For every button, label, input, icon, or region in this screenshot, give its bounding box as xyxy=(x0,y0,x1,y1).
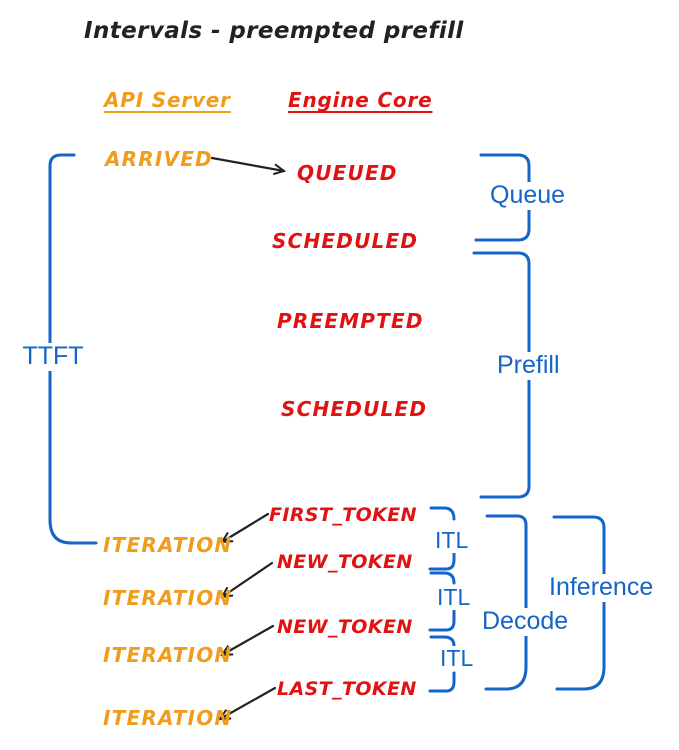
arrow-last-token-to-iteration-4 xyxy=(220,686,277,721)
interval-label-prefill: Prefill xyxy=(494,351,563,380)
event-scheduled-2: SCHEDULED xyxy=(281,397,428,421)
arrow-first-token-to-iteration-1 xyxy=(222,512,270,542)
interval-label-itl-3: ITL xyxy=(439,645,475,672)
event-new-token-1: NEW_TOKEN xyxy=(277,551,413,573)
interval-label-ttft: TTFT xyxy=(19,342,87,371)
diagram-title: Intervals - preempted prefill xyxy=(84,18,464,44)
event-last-token: LAST_TOKEN xyxy=(277,678,417,700)
interval-label-inference: Inference xyxy=(546,573,657,602)
event-iteration-4: ITERATION xyxy=(103,706,233,730)
inference-bracket xyxy=(552,515,606,691)
itl-bracket-1 xyxy=(428,506,456,571)
event-first-token: FIRST_TOKEN xyxy=(269,504,417,526)
interval-label-decode: Decode xyxy=(479,607,572,636)
event-queued: QUEUED xyxy=(297,161,398,185)
itl-bracket-2 xyxy=(428,571,456,632)
decode-bracket xyxy=(484,514,528,691)
arrow-arrived-to-queued xyxy=(210,156,284,171)
event-scheduled-1: SCHEDULED xyxy=(272,229,419,253)
arrow-new-token-1-to-iteration-2 xyxy=(222,561,274,597)
itl-bracket-3 xyxy=(428,635,456,693)
interval-label-itl-1: ITL xyxy=(434,527,470,554)
event-arrived: ARRIVED xyxy=(105,147,213,171)
arrow-new-token-2-to-iteration-3 xyxy=(222,624,275,655)
column-header-engine-core: Engine Core xyxy=(288,88,433,112)
event-iteration-3: ITERATION xyxy=(103,643,233,667)
event-iteration-2: ITERATION xyxy=(103,586,233,610)
event-iteration-1: ITERATION xyxy=(103,533,233,557)
column-header-api-server: API Server xyxy=(104,88,231,112)
event-new-token-2: NEW_TOKEN xyxy=(277,616,413,638)
interval-label-queue: Queue xyxy=(487,181,569,210)
interval-label-itl-2: ITL xyxy=(436,584,472,611)
event-preempted: PREEMPTED xyxy=(277,309,424,333)
